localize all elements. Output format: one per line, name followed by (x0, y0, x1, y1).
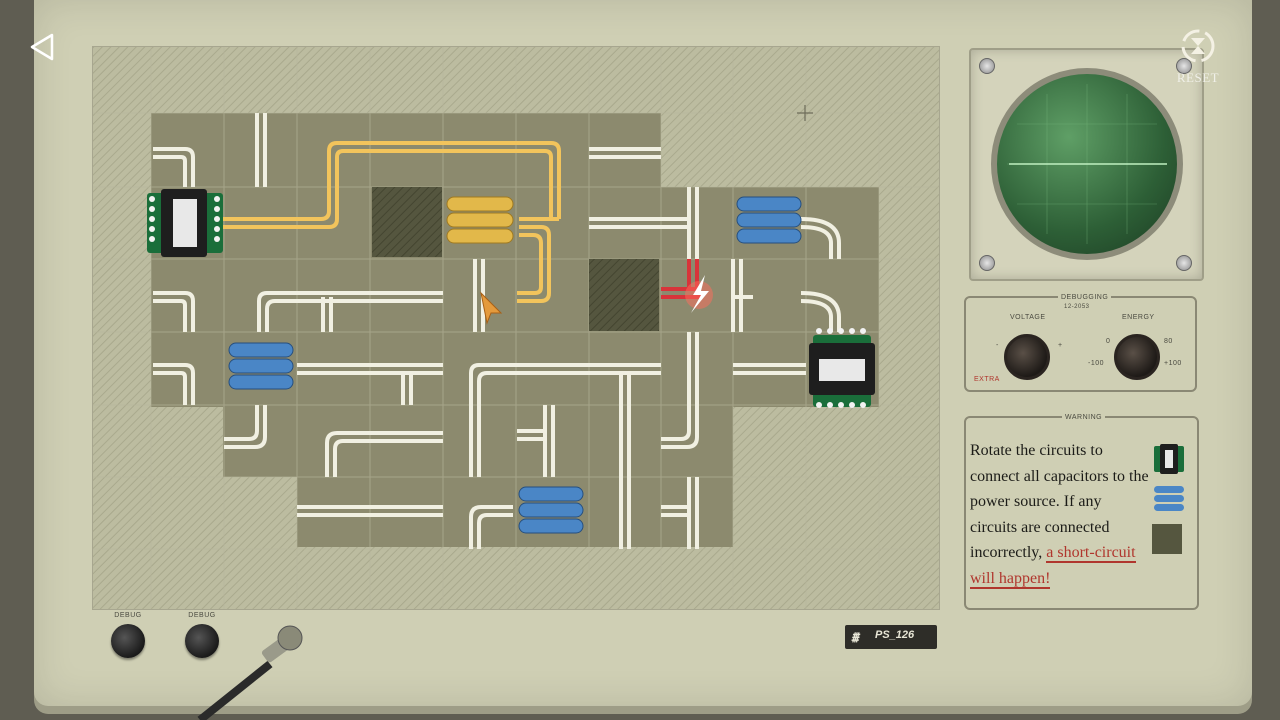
reset-button[interactable]: RESET (1170, 24, 1226, 94)
capacitor-blue (228, 342, 294, 390)
circuit-grid (93, 47, 939, 609)
reset-label: RESET (1176, 70, 1220, 85)
capacitor-yellow (446, 196, 514, 244)
model-label: ⩩ PS_126 (845, 625, 937, 649)
back-triangle-icon[interactable] (28, 32, 58, 62)
debug-knob-1[interactable] (111, 624, 145, 658)
capacitor-blue (736, 196, 802, 244)
brand-logo-icon: ⩩ (851, 629, 859, 645)
oscilloscope-screen (991, 68, 1183, 260)
capacitor-blue (518, 486, 584, 534)
short-circuit-spark (661, 259, 713, 313)
warning-instructions: Rotate the circuits to connect all capac… (970, 442, 1149, 561)
model-label-text: PS_126 (875, 629, 915, 641)
energy-knob[interactable] (1114, 334, 1160, 380)
circuit-board (92, 46, 940, 610)
cursor-arrow-icon (480, 291, 503, 325)
energy-mid: 80 (1164, 338, 1173, 345)
power-source-left (147, 189, 223, 257)
energy-zero: 0 (1106, 338, 1111, 345)
voltage-label: VOLTAGE (1010, 314, 1046, 321)
warning-text: Rotate the circuits to connect all capac… (970, 438, 1150, 591)
cable-icon (197, 625, 303, 720)
screw-icon (1176, 255, 1192, 271)
blocked-tile (372, 187, 442, 257)
legend-capacitor-icon (1154, 486, 1184, 511)
energy-max: +100 (1164, 360, 1182, 367)
debug-knob-2-group: DEBUG (182, 612, 222, 619)
debug-knob-2-label: DEBUG (188, 612, 216, 619)
screw-icon (979, 255, 995, 271)
debug-panel-code: 12-2053 (1064, 304, 1090, 310)
extra-label: EXTRA (974, 376, 1000, 383)
oscilloscope (969, 48, 1204, 281)
voltage-knob[interactable] (1004, 334, 1050, 380)
voltage-minus: - (996, 342, 999, 349)
debug-knob-1-label: DEBUG (114, 612, 142, 619)
warning-title: WARNING (1062, 414, 1106, 421)
energy-min: -100 (1088, 360, 1105, 367)
warning-panel: WARNING Rotate the circuits to connect a… (964, 414, 1199, 610)
energy-label: ENERGY (1122, 314, 1155, 321)
screw-icon (979, 58, 995, 74)
debug-knob-2[interactable] (185, 624, 219, 658)
powered-wires (223, 141, 561, 303)
legend-blocked-tile-icon (1152, 524, 1182, 554)
power-source-right (809, 328, 875, 408)
reset-cycle-icon (1181, 29, 1215, 63)
warning-short-circuit: a short-circuit will happen! (970, 544, 1136, 589)
unpowered-wires[interactable] (153, 113, 841, 549)
blocked-tile (589, 259, 659, 331)
debug-knob-1-group: DEBUG (108, 612, 148, 619)
debugging-panel: DEBUGGING 12-2053 VOLTAGE ENERGY - + 0 8… (964, 294, 1197, 392)
debug-panel-title: DEBUGGING (1058, 294, 1112, 301)
voltage-plus: + (1058, 342, 1063, 349)
screw-icon (1176, 58, 1192, 74)
legend-power-source-icon (1154, 444, 1184, 474)
